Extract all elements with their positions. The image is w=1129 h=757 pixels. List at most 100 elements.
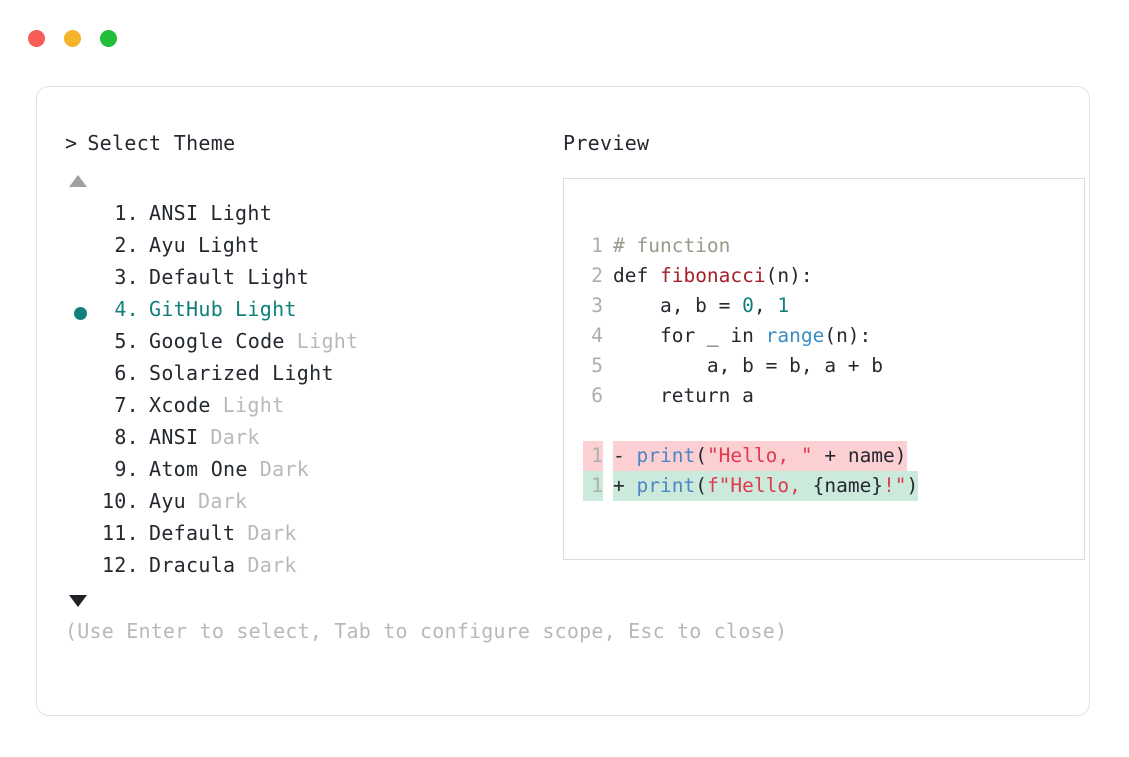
keyboard-hint: (Use Enter to select, Tab to configure s… bbox=[65, 619, 788, 643]
diff-marker: - bbox=[613, 444, 637, 467]
theme-item-variant: Dark bbox=[198, 489, 248, 513]
code-line-text: a, b = 0, 1 bbox=[613, 291, 789, 321]
prompt-caret-icon: > bbox=[65, 131, 78, 155]
code-line: 6 return a bbox=[564, 381, 1084, 411]
code-token-plain: a, b = bbox=[613, 294, 743, 317]
theme-item-variant: Light bbox=[222, 393, 285, 417]
page-title: Select Theme bbox=[87, 131, 236, 155]
diff-marker: + bbox=[613, 474, 637, 497]
scroll-down-icon[interactable] bbox=[69, 595, 87, 607]
theme-item-variant: Light bbox=[247, 265, 310, 289]
scroll-up-icon[interactable] bbox=[69, 175, 87, 187]
code-token-builtin: range bbox=[765, 324, 825, 347]
selector-header: > Select Theme bbox=[65, 131, 535, 155]
code-token-plain: , bbox=[753, 294, 778, 317]
diff-line-add: 1 + print(f"Hello, {name}!") bbox=[564, 471, 1084, 501]
code-line-number: 5 bbox=[591, 354, 603, 377]
diff-line-text: - print("Hello, " + name) bbox=[613, 441, 907, 471]
code-token-func: fibonacci bbox=[659, 264, 766, 287]
code-token-plain: return a bbox=[613, 384, 754, 407]
theme-item-number: 4. bbox=[114, 297, 139, 321]
theme-item-variant: Light bbox=[235, 297, 297, 321]
diff-line-number: 1 bbox=[583, 471, 603, 501]
code-line-number: 2 bbox=[591, 264, 603, 287]
theme-item-number: 11. bbox=[101, 521, 139, 545]
code-token-comment: # function bbox=[613, 234, 731, 257]
theme-item-variant: Dark bbox=[247, 553, 297, 577]
close-dot[interactable] bbox=[28, 30, 45, 47]
theme-item-number: 8. bbox=[114, 425, 139, 449]
code-line: 4 for _ in range(n): bbox=[564, 321, 1084, 351]
theme-item-number: 6. bbox=[114, 361, 139, 385]
window-titlebar bbox=[28, 30, 117, 47]
theme-item-number: 2. bbox=[114, 233, 139, 257]
code-line: 1 # function bbox=[564, 231, 1084, 261]
theme-item-variant: Dark bbox=[247, 521, 297, 545]
theme-item-variant: Dark bbox=[259, 457, 310, 481]
code-token-plain: ( bbox=[695, 444, 707, 467]
code-line-text: # function bbox=[613, 231, 730, 261]
code-token-call: print bbox=[636, 444, 696, 467]
theme-item-number: 7. bbox=[114, 393, 139, 417]
code-token-plain: {name} bbox=[812, 474, 884, 497]
theme-item-number: 9. bbox=[114, 457, 139, 481]
code-token-string: f"Hello, bbox=[706, 474, 813, 497]
code-token-call: print bbox=[636, 474, 696, 497]
code-token-plain: + name) bbox=[812, 444, 907, 467]
code-line-text: return a bbox=[613, 381, 754, 411]
code-token-plain: (n): bbox=[765, 264, 813, 287]
code-line: 3 a, b = 0, 1 bbox=[564, 291, 1084, 321]
code-line: 5 a, b = b, a + b bbox=[564, 351, 1084, 381]
code-token-string: "Hello, " bbox=[706, 444, 813, 467]
code-line-number: 4 bbox=[591, 324, 603, 347]
theme-item-number: 5. bbox=[114, 329, 139, 353]
code-line-text: for _ in range(n): bbox=[613, 321, 871, 351]
preview-label: Preview bbox=[563, 131, 650, 155]
maximize-dot[interactable] bbox=[100, 30, 117, 47]
selection-bullet-cell bbox=[65, 306, 95, 320]
diff-line-text: + print(f"Hello, {name}!") bbox=[613, 471, 919, 501]
theme-item-variant: Light bbox=[198, 233, 260, 257]
theme-item-number: 3. bbox=[114, 265, 139, 289]
code-line-text: def fibonacci(n): bbox=[613, 261, 813, 291]
theme-item-variant: Light bbox=[272, 361, 334, 385]
diff-line-del: 1- print("Hello, " + name) bbox=[564, 441, 1084, 471]
theme-item-variant: Light bbox=[296, 329, 359, 353]
code-token-plain: for _ in bbox=[613, 324, 766, 347]
theme-item-number: 10. bbox=[101, 489, 139, 513]
code-token-plain: a, b = b, a + b bbox=[613, 354, 884, 377]
theme-item-number: 1. bbox=[114, 201, 139, 225]
code-line-text: a, b = b, a + b bbox=[613, 351, 883, 381]
code-line-number: 3 bbox=[591, 294, 603, 317]
minimize-dot[interactable] bbox=[64, 30, 81, 47]
diff-block: 1- print("Hello, " + name)1+ print(f"Hel… bbox=[564, 441, 1084, 501]
theme-item-variant: Light bbox=[210, 201, 273, 225]
code-line-number: 1 bbox=[591, 234, 603, 257]
code-token-string: !" bbox=[883, 474, 907, 497]
